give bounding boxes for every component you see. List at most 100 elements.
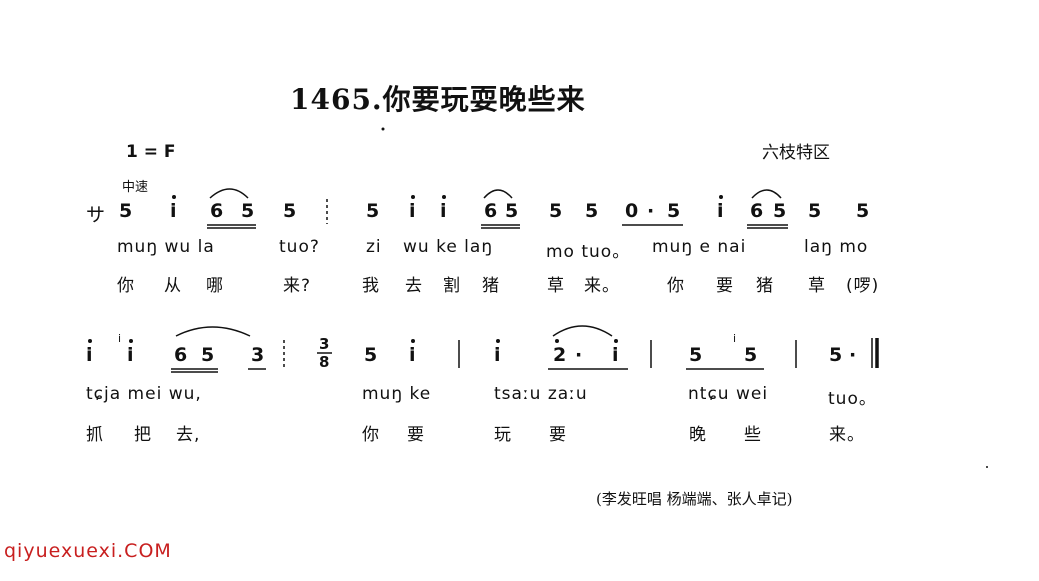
site-watermark: qiyuexuexi.COM bbox=[4, 540, 172, 562]
lyric-romanized: ntɕu wei bbox=[688, 384, 769, 404]
lyric-chinese: 玩 bbox=[494, 425, 512, 445]
note: i bbox=[86, 344, 93, 366]
note: 2 bbox=[553, 344, 567, 366]
lyric-chinese: 猪 bbox=[482, 276, 500, 296]
tempo-marking: 中速 bbox=[122, 180, 149, 195]
note: 5 bbox=[241, 200, 255, 222]
note: 5 bbox=[667, 200, 681, 222]
lyric-chinese: 草 bbox=[547, 276, 565, 296]
lyric-chinese: 哪 bbox=[206, 276, 224, 296]
grace-note: i bbox=[733, 332, 737, 345]
note: 5 bbox=[856, 200, 870, 222]
octave-dot bbox=[496, 339, 500, 343]
note: 5 bbox=[364, 344, 378, 366]
title-dot bbox=[381, 127, 385, 131]
region-label: 六枝特区 bbox=[762, 143, 830, 163]
credit-line: (李发旺唱 杨端端、张人卓记) bbox=[596, 490, 793, 508]
octave-dot bbox=[614, 339, 618, 343]
grace-note: i bbox=[118, 332, 122, 345]
lyric-chinese: 从 bbox=[164, 276, 182, 296]
note: 5 bbox=[773, 200, 787, 222]
lyric-chinese: 去, bbox=[176, 425, 201, 445]
lyric-chinese: 把 bbox=[134, 425, 152, 445]
lyric-chinese: 我 bbox=[362, 276, 380, 296]
lyric-romanized: tsaːu zaːu bbox=[494, 384, 588, 404]
slur bbox=[209, 188, 249, 199]
lyric-romanized: tɕja mei wu, bbox=[86, 384, 202, 404]
lyric-chinese: 要 bbox=[716, 276, 734, 296]
octave-dot bbox=[442, 195, 446, 199]
free-meter-mark: サ bbox=[86, 204, 106, 226]
note-dot: · bbox=[849, 344, 857, 366]
note: 5 bbox=[829, 344, 843, 366]
note: i bbox=[494, 344, 501, 366]
note-dot: · bbox=[575, 344, 583, 366]
lyric-chinese: 来? bbox=[283, 276, 312, 296]
octave-dot bbox=[719, 195, 723, 199]
octave-dot bbox=[411, 339, 415, 343]
octave-dot bbox=[555, 339, 559, 343]
note: 5 bbox=[744, 344, 758, 366]
note: 5 bbox=[283, 200, 297, 222]
lyric-chinese: 去 bbox=[405, 276, 423, 296]
lyric-romanized: muŋ e nai bbox=[652, 237, 747, 257]
note: 5 bbox=[585, 200, 599, 222]
lyric-romanized: tuo。 bbox=[828, 389, 877, 409]
octave-dot bbox=[411, 195, 415, 199]
note: 5 bbox=[366, 200, 380, 222]
lyric-chinese: 来。 bbox=[584, 276, 620, 296]
lyric-chinese: (啰) bbox=[846, 276, 880, 296]
note: i bbox=[127, 344, 134, 366]
lyric-chinese: 猪 bbox=[756, 276, 774, 296]
stray-dot bbox=[986, 466, 988, 468]
lyric-chinese: 你 bbox=[362, 425, 380, 445]
note: 6 bbox=[484, 200, 498, 222]
note: 3 bbox=[251, 344, 265, 366]
note: i bbox=[612, 344, 619, 366]
song-title: 1465.你要玩耍晚些来 bbox=[290, 83, 586, 116]
note: i bbox=[409, 200, 416, 222]
slur bbox=[483, 189, 513, 199]
octave-dot bbox=[172, 195, 176, 199]
lyric-romanized: muŋ wu la bbox=[117, 237, 215, 257]
lyric-chinese: 晚 bbox=[689, 425, 707, 445]
slur bbox=[751, 189, 782, 199]
slur bbox=[175, 326, 251, 337]
lyric-chinese: 割 bbox=[443, 276, 461, 296]
note: 6 bbox=[750, 200, 764, 222]
note: 5 bbox=[201, 344, 215, 366]
lyric-romanized: muŋ ke bbox=[362, 384, 432, 404]
key-signature: 1 = F bbox=[126, 142, 176, 162]
lyric-chinese: 要 bbox=[407, 425, 425, 445]
note: 5 bbox=[505, 200, 519, 222]
lyric-romanized: laŋ mo bbox=[804, 237, 869, 257]
time-signature-bottom: 8 bbox=[319, 353, 330, 371]
slur bbox=[552, 325, 613, 337]
lyric-romanized: tuo? bbox=[279, 237, 320, 257]
note: 5 bbox=[689, 344, 703, 366]
lyric-chinese: 草 bbox=[808, 276, 826, 296]
octave-dot bbox=[129, 339, 133, 343]
lyric-chinese: 要 bbox=[549, 425, 567, 445]
note: 6 bbox=[210, 200, 224, 222]
note: i bbox=[409, 344, 416, 366]
lyric-chinese: 你 bbox=[667, 276, 685, 296]
note: i bbox=[440, 200, 447, 222]
note-dot: · bbox=[647, 200, 655, 222]
octave-dot bbox=[88, 339, 92, 343]
lyric-chinese: 来。 bbox=[829, 425, 865, 445]
time-signature-top: 3 bbox=[319, 335, 330, 353]
lyric-romanized: mo tuo。 bbox=[546, 242, 631, 262]
lyric-chinese: 你 bbox=[117, 276, 135, 296]
lyric-chinese: 抓 bbox=[86, 425, 104, 445]
note: 6 bbox=[174, 344, 188, 366]
note: 0 bbox=[625, 200, 639, 222]
lyric-chinese: 些 bbox=[744, 425, 762, 445]
lyric-romanized: zi bbox=[366, 237, 382, 257]
lyric-romanized: wu ke laŋ bbox=[403, 237, 494, 257]
note: 5 bbox=[808, 200, 822, 222]
note: i bbox=[170, 200, 177, 222]
note: 5 bbox=[549, 200, 563, 222]
note: i bbox=[717, 200, 724, 222]
